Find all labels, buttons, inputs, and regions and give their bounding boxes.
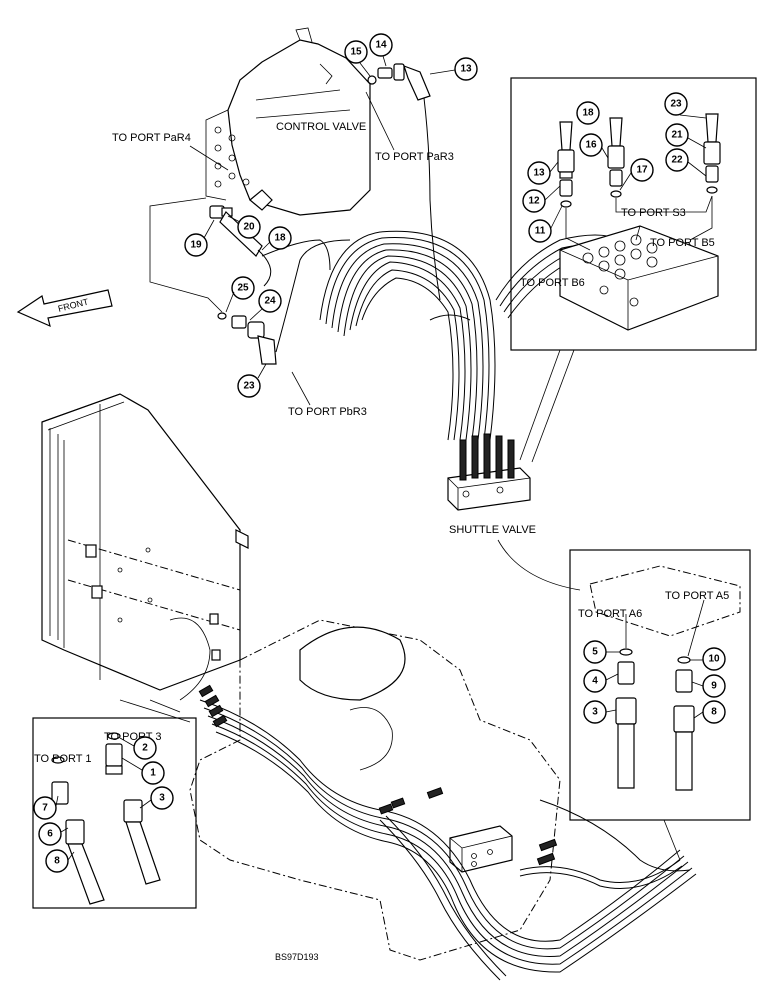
callout-8-left: 8 — [54, 856, 60, 867]
label-control-valve: CONTROL VALVE — [276, 121, 366, 133]
callout-9: 9 — [711, 681, 717, 692]
inset-a-fittings — [615, 648, 695, 791]
callout-16: 16 — [585, 140, 597, 151]
callout-3-right: 3 — [592, 707, 598, 718]
label-to-port-s3: TO PORT S3 — [621, 207, 686, 219]
front-arrow: FRONT — [16, 289, 113, 328]
callout-21: 21 — [671, 130, 683, 141]
callout-7: 7 — [42, 803, 48, 814]
fitting-group-lower — [217, 239, 351, 365]
callout-15: 15 — [350, 47, 362, 58]
callout-leaders — [55, 55, 707, 861]
callout-22: 22 — [671, 155, 683, 166]
callout-13-inset: 13 — [533, 168, 545, 179]
callout-23-top: 23 — [243, 381, 255, 392]
fitting-group-left — [209, 205, 331, 287]
callout-8-right: 8 — [711, 707, 717, 718]
callout-4: 4 — [592, 676, 598, 687]
callout-1: 1 — [150, 768, 156, 779]
callout-23-inset: 23 — [670, 99, 682, 110]
label-to-port-a5: TO PORT A5 — [665, 590, 729, 602]
callout-5: 5 — [592, 647, 598, 658]
callout-2: 2 — [142, 743, 148, 754]
label-to-port-b5: TO PORT B5 — [650, 237, 715, 249]
callout-18-top: 18 — [274, 233, 286, 244]
inset-shuttle-detail — [510, 77, 757, 351]
inset-port-a-detail — [569, 549, 751, 821]
callout-12: 12 — [528, 196, 540, 207]
callout-17: 17 — [636, 165, 648, 176]
shuttle-valve — [447, 433, 531, 511]
callout-19: 19 — [190, 240, 202, 251]
dashed-block-a — [589, 565, 741, 637]
seat-frame — [41, 393, 249, 691]
callout-11: 11 — [535, 226, 546, 237]
callout-10: 10 — [708, 654, 720, 665]
hose-ends — [198, 684, 558, 866]
callout-6: 6 — [47, 829, 53, 840]
drawing-code: BS97D193 — [275, 952, 319, 962]
callout-24: 24 — [264, 296, 276, 307]
fitting-group-top — [367, 63, 441, 301]
label-to-port-par3: TO PORT PaR3 — [375, 151, 454, 163]
callout-14: 14 — [375, 40, 387, 51]
control-valve — [205, 27, 371, 216]
label-to-port-a6: TO PORT A6 — [578, 608, 642, 620]
label-to-port-1: TO PORT 1 — [34, 753, 91, 765]
callout-18-inset: 18 — [582, 108, 594, 119]
callout-25: 25 — [237, 283, 249, 294]
floor-console — [169, 617, 561, 961]
callout-20: 20 — [243, 222, 255, 233]
inset-port-1-3-detail — [32, 717, 197, 909]
inset-fittings — [557, 113, 721, 208]
inset-1-3-fittings — [51, 732, 161, 905]
label-to-port-pbr3: TO PORT PbR3 — [288, 406, 367, 418]
label-to-port-par4: TO PORT PaR4 — [112, 132, 191, 144]
label-shuttle-valve: SHUTTLE VALVE — [449, 524, 536, 536]
callout-13-top: 13 — [460, 64, 472, 75]
label-to-port-b6: TO PORT B6 — [520, 277, 585, 289]
callouts: 13 14 15 20 19 18 25 24 23 18 23 21 22 1… — [33, 33, 726, 873]
callout-3-left: 3 — [159, 793, 165, 804]
